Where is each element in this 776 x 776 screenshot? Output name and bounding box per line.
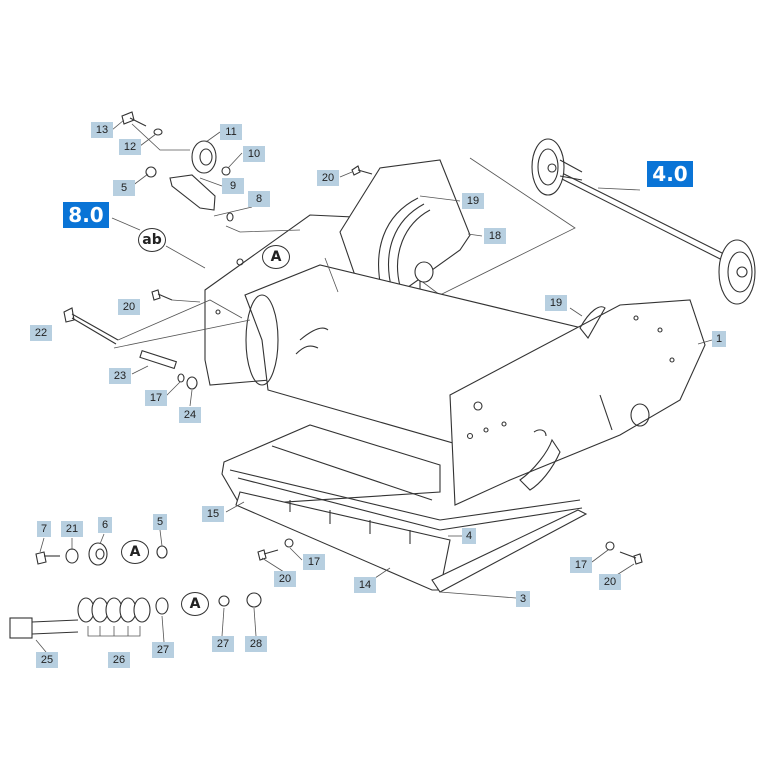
reference-badge-a-housing: A [262, 245, 290, 269]
roller-detail [9, 542, 262, 639]
part-callout-20[interactable]: 20 [274, 571, 296, 587]
part-callout-17[interactable]: 17 [570, 557, 592, 573]
axle-assembly [419, 138, 756, 305]
right-fasteners [257, 165, 643, 565]
assembly-label-4-0[interactable]: 4.0 [647, 161, 693, 187]
reference-badge-a-roller-lower: A [181, 592, 209, 616]
part-callout-12[interactable]: 12 [119, 139, 141, 155]
part-callout-24[interactable]: 24 [179, 407, 201, 423]
part-callout-7[interactable]: 7 [37, 521, 51, 537]
bottom-frame [221, 424, 588, 593]
part-callout-11[interactable]: 11 [220, 124, 242, 140]
part-callout-27[interactable]: 27 [152, 642, 174, 658]
part-callout-19[interactable]: 19 [462, 193, 484, 209]
part-callout-26[interactable]: 26 [108, 652, 130, 668]
part-callout-10[interactable]: 10 [243, 146, 265, 162]
part-callout-23[interactable]: 23 [109, 368, 131, 384]
part-callout-5[interactable]: 5 [113, 180, 135, 196]
part-callout-20[interactable]: 20 [317, 170, 339, 186]
part-callout-27[interactable]: 27 [212, 636, 234, 652]
housing-body [204, 159, 706, 506]
part-callout-21[interactable]: 21 [61, 521, 83, 537]
left-fasteners [63, 289, 251, 390]
part-callout-6[interactable]: 6 [98, 517, 112, 533]
part-callout-18[interactable]: 18 [484, 228, 506, 244]
part-callout-3[interactable]: 3 [516, 591, 530, 607]
part-callout-15[interactable]: 15 [202, 506, 224, 522]
part-callout-25[interactable]: 25 [36, 652, 58, 668]
reference-badge-a-roller-upper: A [121, 540, 149, 564]
part-callout-17[interactable]: 17 [145, 390, 167, 406]
part-callout-20[interactable]: 20 [118, 299, 140, 315]
part-callout-19[interactable]: 19 [545, 295, 567, 311]
part-callout-28[interactable]: 28 [245, 636, 267, 652]
part-callout-1[interactable]: 1 [712, 331, 726, 347]
part-callout-9[interactable]: 9 [222, 178, 244, 194]
part-callout-5[interactable]: 5 [153, 514, 167, 530]
part-callout-22[interactable]: 22 [30, 325, 52, 341]
part-callout-14[interactable]: 14 [354, 577, 376, 593]
assembly-label-8-0[interactable]: 8.0 [63, 202, 109, 228]
part-callout-20[interactable]: 20 [599, 574, 621, 590]
tension-arm-parts [121, 111, 301, 233]
part-callout-8[interactable]: 8 [248, 191, 270, 207]
reference-badge-ab: ab [138, 228, 166, 252]
part-callout-4[interactable]: 4 [462, 528, 476, 544]
part-callout-13[interactable]: 13 [91, 122, 113, 138]
part-callout-17[interactable]: 17 [303, 554, 325, 570]
